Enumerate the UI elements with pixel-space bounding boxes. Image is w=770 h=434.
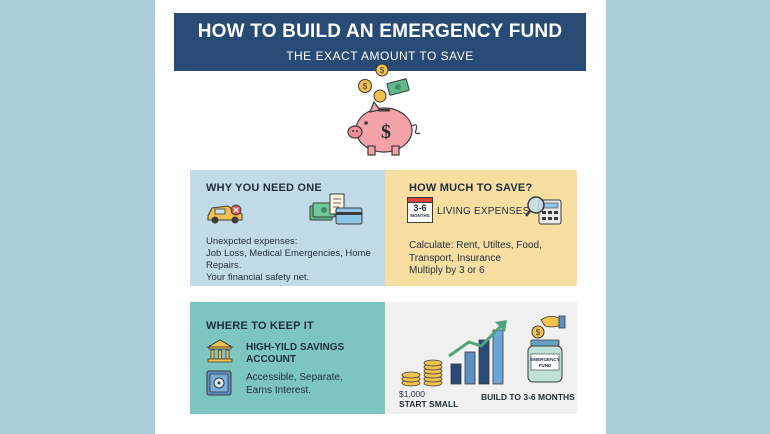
broken-car-icon: [207, 204, 243, 224]
coin-stacks-icon: [401, 359, 443, 387]
why-line-3: Your financial safety net.: [206, 272, 310, 283]
page-title: HOW TO BUILD AN EMERGENCY FUND: [197, 21, 563, 42]
calendar-range: 3-6: [413, 203, 427, 213]
why-line-1: Unexpcted expenses:: [206, 236, 298, 247]
jar-label-line-1: EMERGENCY: [530, 357, 560, 362]
piggy-bank-icon: $ $ $: [347, 63, 421, 156]
where-line-2: Earns Interest.: [246, 384, 312, 396]
where-line-1: Accessible, Separate,: [246, 372, 343, 383]
coin-symbol: $: [363, 82, 368, 91]
emergency-fund-jar-icon: $ EMERGENCY FUND: [527, 315, 566, 383]
piggy-dollar-sign: $: [381, 121, 391, 143]
start-label: START SMALL: [399, 399, 459, 409]
end-label: BUILD TO 3-6 MONTHS: [481, 392, 575, 402]
how-much-panel: HOW MUCH TO SAVE? 3-6 MONTHS LIVING EXPE…: [385, 170, 577, 286]
how-line-1: Calculate: Rent, Utiltes, Food,: [409, 240, 542, 251]
coin-symbol: $: [380, 66, 385, 75]
why-title: WHY YOU NEED ONE: [206, 182, 322, 194]
how-line-2: Transport, Insurance: [409, 252, 501, 264]
jar-label-line-2: FUND: [539, 363, 552, 368]
safe-icon: [206, 370, 232, 396]
where-title: WHERE TO KEEP IT: [206, 320, 314, 332]
account-line-2: ACCOUNT: [246, 354, 296, 365]
bank-icon: [206, 339, 234, 363]
growth-bar-chart-icon: [448, 320, 507, 385]
where-panel: WHERE TO KEEP IT HIGH-YILD SAVINGS ACCOU…: [190, 302, 385, 414]
start-amount: $1,000: [399, 389, 425, 399]
magnifier-calculator-icon: [525, 196, 562, 225]
why-line-2: Job Loss, Medical Emergencies, Home Repa…: [206, 248, 371, 271]
account-line-1: HIGH-YILD SAVINGS: [246, 342, 345, 353]
how-line-3: Multiply by 3 or 6: [409, 265, 485, 276]
calendar-icon: 3-6 MONTHS: [407, 197, 433, 223]
coin-symbol: $: [536, 328, 541, 337]
bills-and-card-icon: [309, 193, 363, 225]
title-banner: HOW TO BUILD AN EMERGENCY FUND THE EXACT…: [174, 13, 586, 71]
how-title: HOW MUCH TO SAVE?: [409, 182, 533, 194]
page-subtitle: THE EXACT AMOUNT TO SAVE: [286, 49, 474, 63]
living-expenses-label: LIVING EXPENSES: [437, 206, 530, 217]
calendar-unit: MONTHS: [410, 213, 430, 218]
growth-panel: $1,000 START SMALL $ EMERGENCY FUND BUIL…: [385, 302, 577, 414]
why-panel: WHY YOU NEED ONE Unexpcted expenses: Job…: [190, 170, 385, 286]
infographic-sheet: HOW TO BUILD AN EMERGENCY FUND THE EXACT…: [155, 0, 606, 434]
